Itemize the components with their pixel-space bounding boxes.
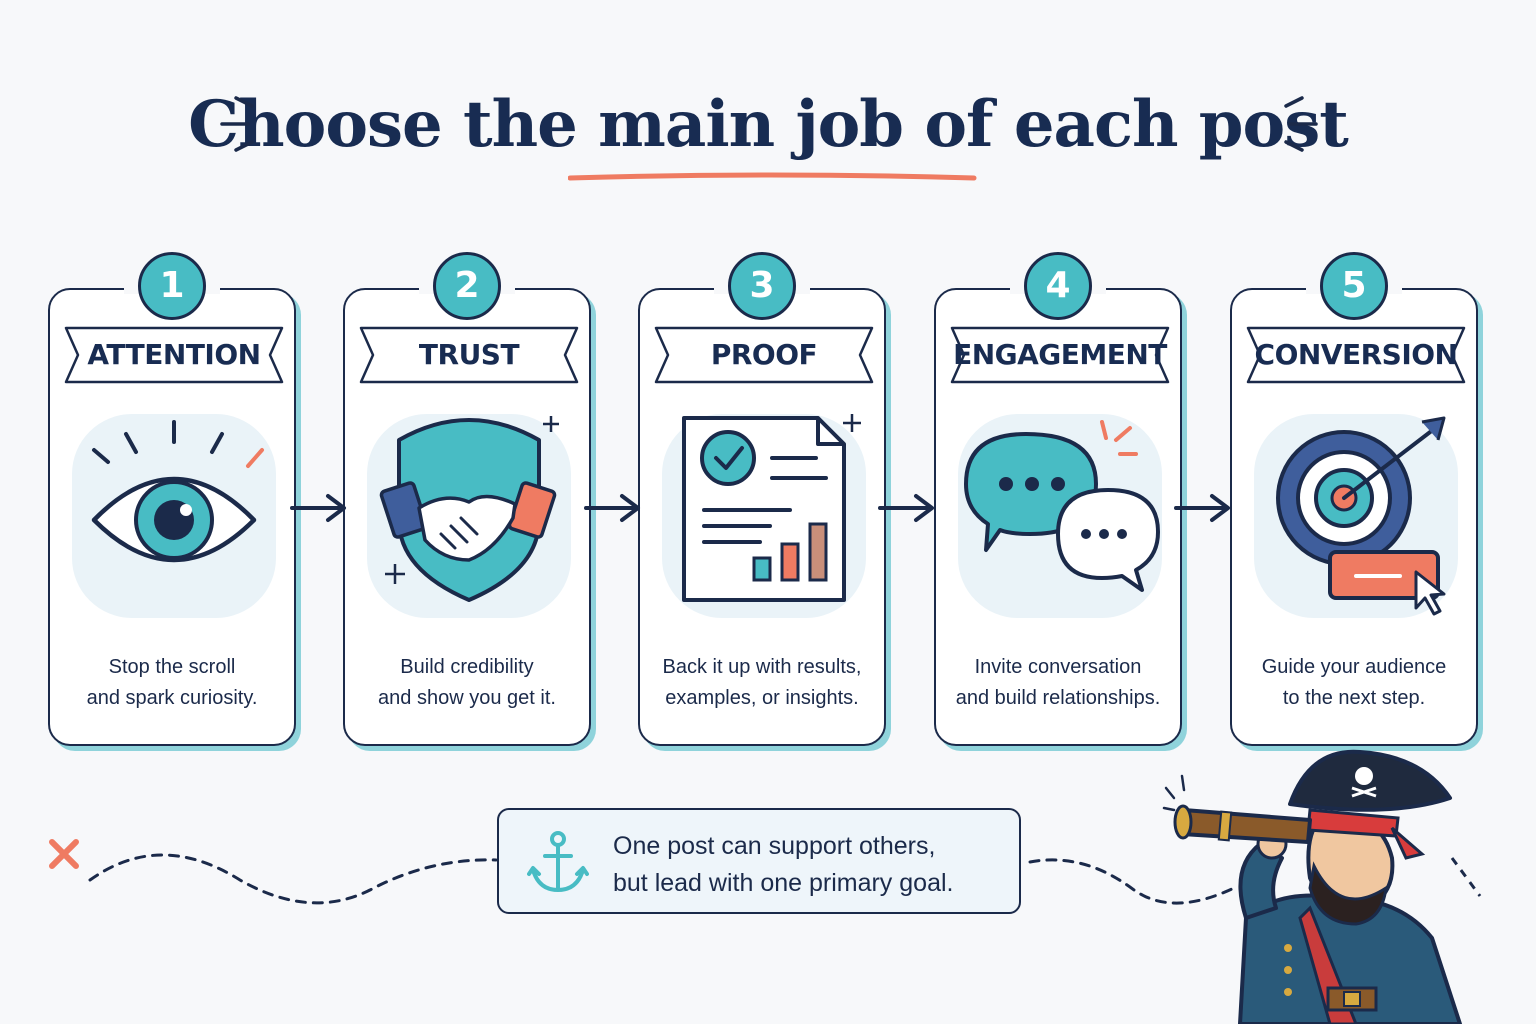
description-line: and build relationships. (955, 687, 1161, 709)
arrow-right-icon (1174, 494, 1230, 522)
step-description: Stop the scroll and spark curiosity. (50, 652, 294, 714)
step-label: CONVERSION (1254, 338, 1458, 371)
title-block: Choose the main job of each post (0, 80, 1536, 170)
chat-bubbles-icon (964, 420, 1160, 592)
step-banner: CONVERSION (1244, 324, 1468, 386)
step-banner: ENGAGEMENT (948, 324, 1172, 386)
handshake-shield-icon (379, 416, 559, 602)
step-banner: PROOF (652, 324, 876, 386)
step-number: 2 (433, 252, 501, 320)
treasure-path-right (1028, 858, 1240, 905)
note-box: One post can support others, but lead wi… (497, 808, 1021, 914)
description-line: Stop the scroll (108, 656, 236, 678)
step-card-engagement: 4 ENGAGEMENT Invite conversation and bui… (934, 252, 1182, 746)
step-number: 1 (138, 252, 206, 320)
treasure-path (49, 839, 498, 905)
description-line: Build credibility (400, 656, 534, 678)
step-description: Invite conversation and build relationsh… (936, 652, 1180, 714)
step-label: TRUST (418, 338, 520, 371)
description-line: Guide your audience (1261, 656, 1447, 678)
arrow-right-icon (290, 494, 346, 522)
anchor-icon (527, 831, 589, 892)
step-label: ENGAGEMENT (953, 338, 1167, 371)
report-chart-icon (682, 414, 861, 602)
step-label: PROOF (710, 338, 818, 371)
description-line: to the next step. (1282, 687, 1426, 709)
target-arrow-icon (1276, 416, 1446, 616)
step-card-attention: 1 ATTENTION Stop the scroll and spark cu… (48, 252, 296, 746)
sparkle-lines-right (1284, 96, 1318, 152)
description-line: and show you get it. (378, 687, 556, 709)
eye-icon (91, 420, 264, 563)
arrow-right-icon (878, 494, 934, 522)
note-text: One post can support others, but lead wi… (613, 828, 953, 902)
step-number: 3 (728, 252, 796, 320)
step-number: 4 (1024, 252, 1092, 320)
step-description: Back it up with results, examples, or in… (640, 652, 884, 714)
step-banner: ATTENTION (62, 324, 286, 386)
description-line: examples, or insights. (665, 687, 859, 709)
step-description: Build credibility and show you get it. (345, 652, 589, 714)
step-description: Guide your audience to the next step. (1232, 652, 1476, 714)
step-number: 5 (1320, 252, 1388, 320)
note-line: One post can support others, (613, 832, 936, 860)
arrow-right-icon (584, 494, 640, 522)
step-banner: TRUST (357, 324, 581, 386)
description-line: Back it up with results, (662, 656, 862, 678)
pirate-illustration (1162, 749, 1482, 1024)
description-line: and spark curiosity. (86, 687, 258, 709)
step-card-proof: 3 PROOF Back it up with results, example… (638, 252, 886, 746)
page-title: Choose the main job of each post (188, 87, 1349, 162)
title-underline (568, 172, 977, 181)
sparkle-lines-left (220, 96, 254, 152)
step-card-trust: 2 TRUST Build credibility and show you g… (343, 252, 591, 746)
step-card-conversion: 5 CONVERSION Guide your audience to the … (1230, 252, 1478, 746)
description-line: Invite conversation (974, 656, 1142, 678)
note-line: but lead with one primary goal. (613, 869, 954, 897)
step-label: ATTENTION (87, 338, 261, 371)
